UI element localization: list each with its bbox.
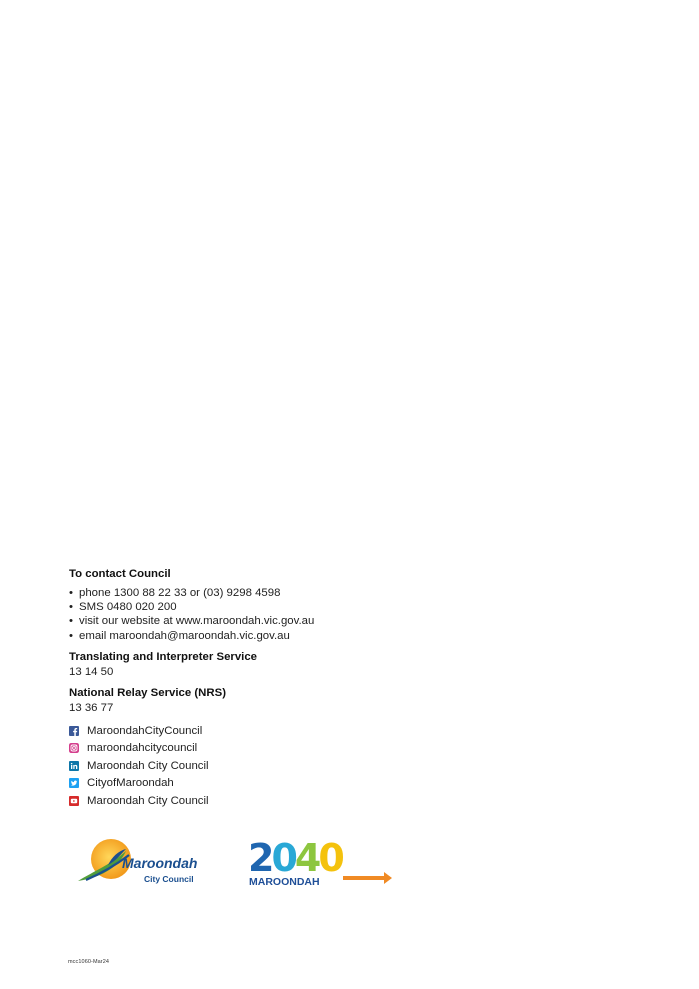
contact-list: phone 1300 88 22 33 or (03) 9298 4598 SM… — [69, 586, 429, 643]
social-linkedin-label: Maroondah City Council — [87, 759, 209, 772]
maroondah-2040-logo: 2040 MAROONDAH — [248, 838, 392, 888]
contact-website[interactable]: visit our website at www.maroondah.vic.g… — [69, 614, 429, 628]
social-facebook-label: MaroondahCityCouncil — [87, 724, 203, 737]
nrs-heading: National Relay Service (NRS) — [69, 686, 226, 699]
council-logo-subtitle: City Council — [144, 874, 194, 884]
contact-heading: To contact Council — [69, 568, 171, 580]
translating-section: Translating and Interpreter Service 13 1… — [69, 650, 429, 679]
linkedin-icon — [69, 760, 79, 771]
translating-heading: Translating and Interpreter Service — [69, 650, 258, 663]
social-list: MaroondahCityCouncil maroondahcitycounci… — [69, 722, 429, 810]
facebook-icon — [69, 725, 79, 736]
nrs-section: National Relay Service (NRS) 13 36 77 — [69, 686, 429, 715]
social-twitter[interactable]: CityofMaroondah — [69, 774, 429, 792]
social-facebook[interactable]: MaroondahCityCouncil — [69, 722, 429, 740]
social-instagram[interactable]: maroondahcitycouncil — [69, 739, 429, 757]
maroondah-city-council-logo: Maroondah City Council — [78, 839, 197, 884]
social-youtube-label: Maroondah City Council — [87, 794, 209, 807]
council-logo-name: Maroondah — [122, 855, 197, 871]
document-code: mcc1060-Mar24 — [68, 959, 110, 965]
contact-block: To contact Council phone 1300 88 22 33 o… — [69, 567, 429, 809]
vision-name: MAROONDAH — [249, 876, 320, 888]
contact-phone: phone 1300 88 22 33 or (03) 9298 4598 — [69, 586, 429, 600]
youtube-icon — [69, 795, 79, 806]
social-linkedin[interactable]: Maroondah City Council — [69, 757, 429, 775]
instagram-icon — [69, 743, 79, 754]
translating-number: 13 14 50 — [69, 665, 114, 678]
social-instagram-label: maroondahcitycouncil — [87, 742, 198, 755]
twitter-icon — [69, 778, 79, 789]
contact-sms: SMS 0480 020 200 — [69, 600, 429, 614]
vision-year: 2040 — [248, 838, 343, 880]
nrs-number: 13 36 77 — [69, 701, 114, 714]
social-twitter-label: CityofMaroondah — [87, 777, 174, 790]
social-youtube[interactable]: Maroondah City Council — [69, 792, 429, 810]
contact-email[interactable]: email maroondah@maroondah.vic.gov.au — [69, 629, 429, 643]
logo-row: Maroondah City Council 2040 MAROONDAH — [74, 835, 414, 895]
